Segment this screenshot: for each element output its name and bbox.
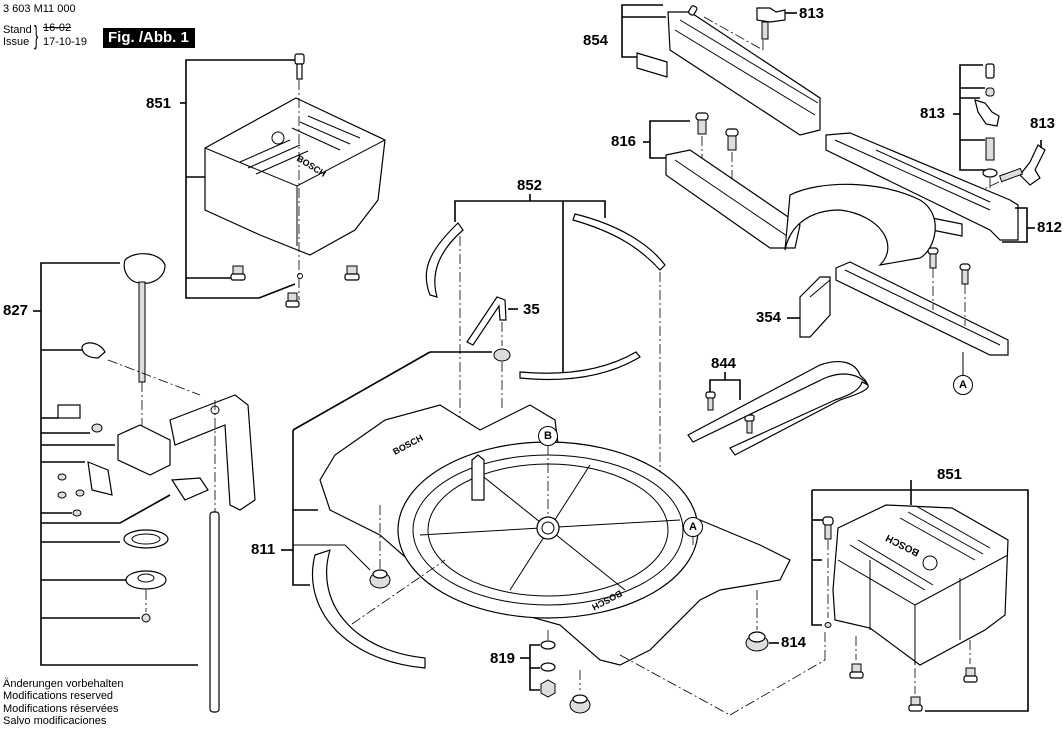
issue-value: 17-10-19 [43, 36, 88, 48]
clamp-block-354 [787, 276, 831, 338]
reference-marker-b-table: B [538, 426, 558, 446]
washer-stack-819 [520, 630, 591, 714]
callout-816: 816 [611, 133, 637, 150]
lower-fence [835, 247, 1009, 376]
callout-854: 854 [583, 32, 609, 49]
notice-line-de: Änderungen vorbehalten [3, 678, 124, 690]
callout-851-top: 851 [146, 95, 172, 112]
lock-knob-813-top [756, 7, 797, 40]
issue-label: Issue [3, 36, 30, 48]
callout-844: 844 [711, 355, 737, 372]
reference-marker-a-table: A [683, 517, 703, 537]
hex-key-35 [292, 296, 518, 431]
callout-819: 819 [490, 650, 516, 667]
notice-line-en: Modifications reserved [3, 690, 114, 703]
stand-label: Stand [3, 24, 32, 36]
callout-813-top: 813 [799, 5, 825, 22]
foot-and-scale-811 [281, 430, 446, 669]
arc-brackets-852 [425, 194, 666, 510]
callout-813-mid: 813 [920, 105, 946, 122]
callout-851-bottom: 851 [937, 466, 963, 483]
lock-knob-813-stack [953, 63, 1000, 194]
brace-glyph: } [34, 20, 39, 50]
notice-line-es: Salvo modificaciones [3, 715, 107, 728]
foot-814 [619, 590, 826, 716]
depth-stop-827 [33, 253, 256, 713]
figure-badge: Fig. /Abb. 1 [103, 28, 195, 48]
callout-827: 827 [3, 302, 29, 319]
callout-852: 852 [517, 177, 543, 194]
handle-844 [687, 361, 869, 456]
motor-cover-bottom-right: BOSCH [811, 480, 1029, 712]
notice-line-fr: Modifications réservées [3, 702, 119, 715]
modifications-notice: Änderungen vorbehalten Modifications res… [3, 678, 123, 728]
reference-marker-a-fence: A [953, 375, 973, 395]
callout-35: 35 [523, 301, 540, 318]
callout-814: 814 [781, 634, 807, 651]
callout-354: 354 [756, 309, 782, 326]
motor-cover-top-left: BOSCH [180, 53, 386, 308]
bracket-851-top [185, 59, 300, 299]
lock-knob-813-right [959, 140, 1046, 201]
callout-812: 812 [1037, 219, 1063, 236]
stand-value: 16-02 [43, 22, 72, 34]
fence-812-right [784, 132, 1035, 266]
callout-813-right: 813 [1030, 115, 1056, 132]
callout-811: 811 [251, 541, 276, 558]
drawing-part-number: 3 603 M11 000 [3, 3, 76, 15]
saw-base-table: BOSCH BOSCH [319, 404, 791, 666]
fence-rail-816 [643, 112, 801, 249]
fence-854 [621, 4, 821, 136]
